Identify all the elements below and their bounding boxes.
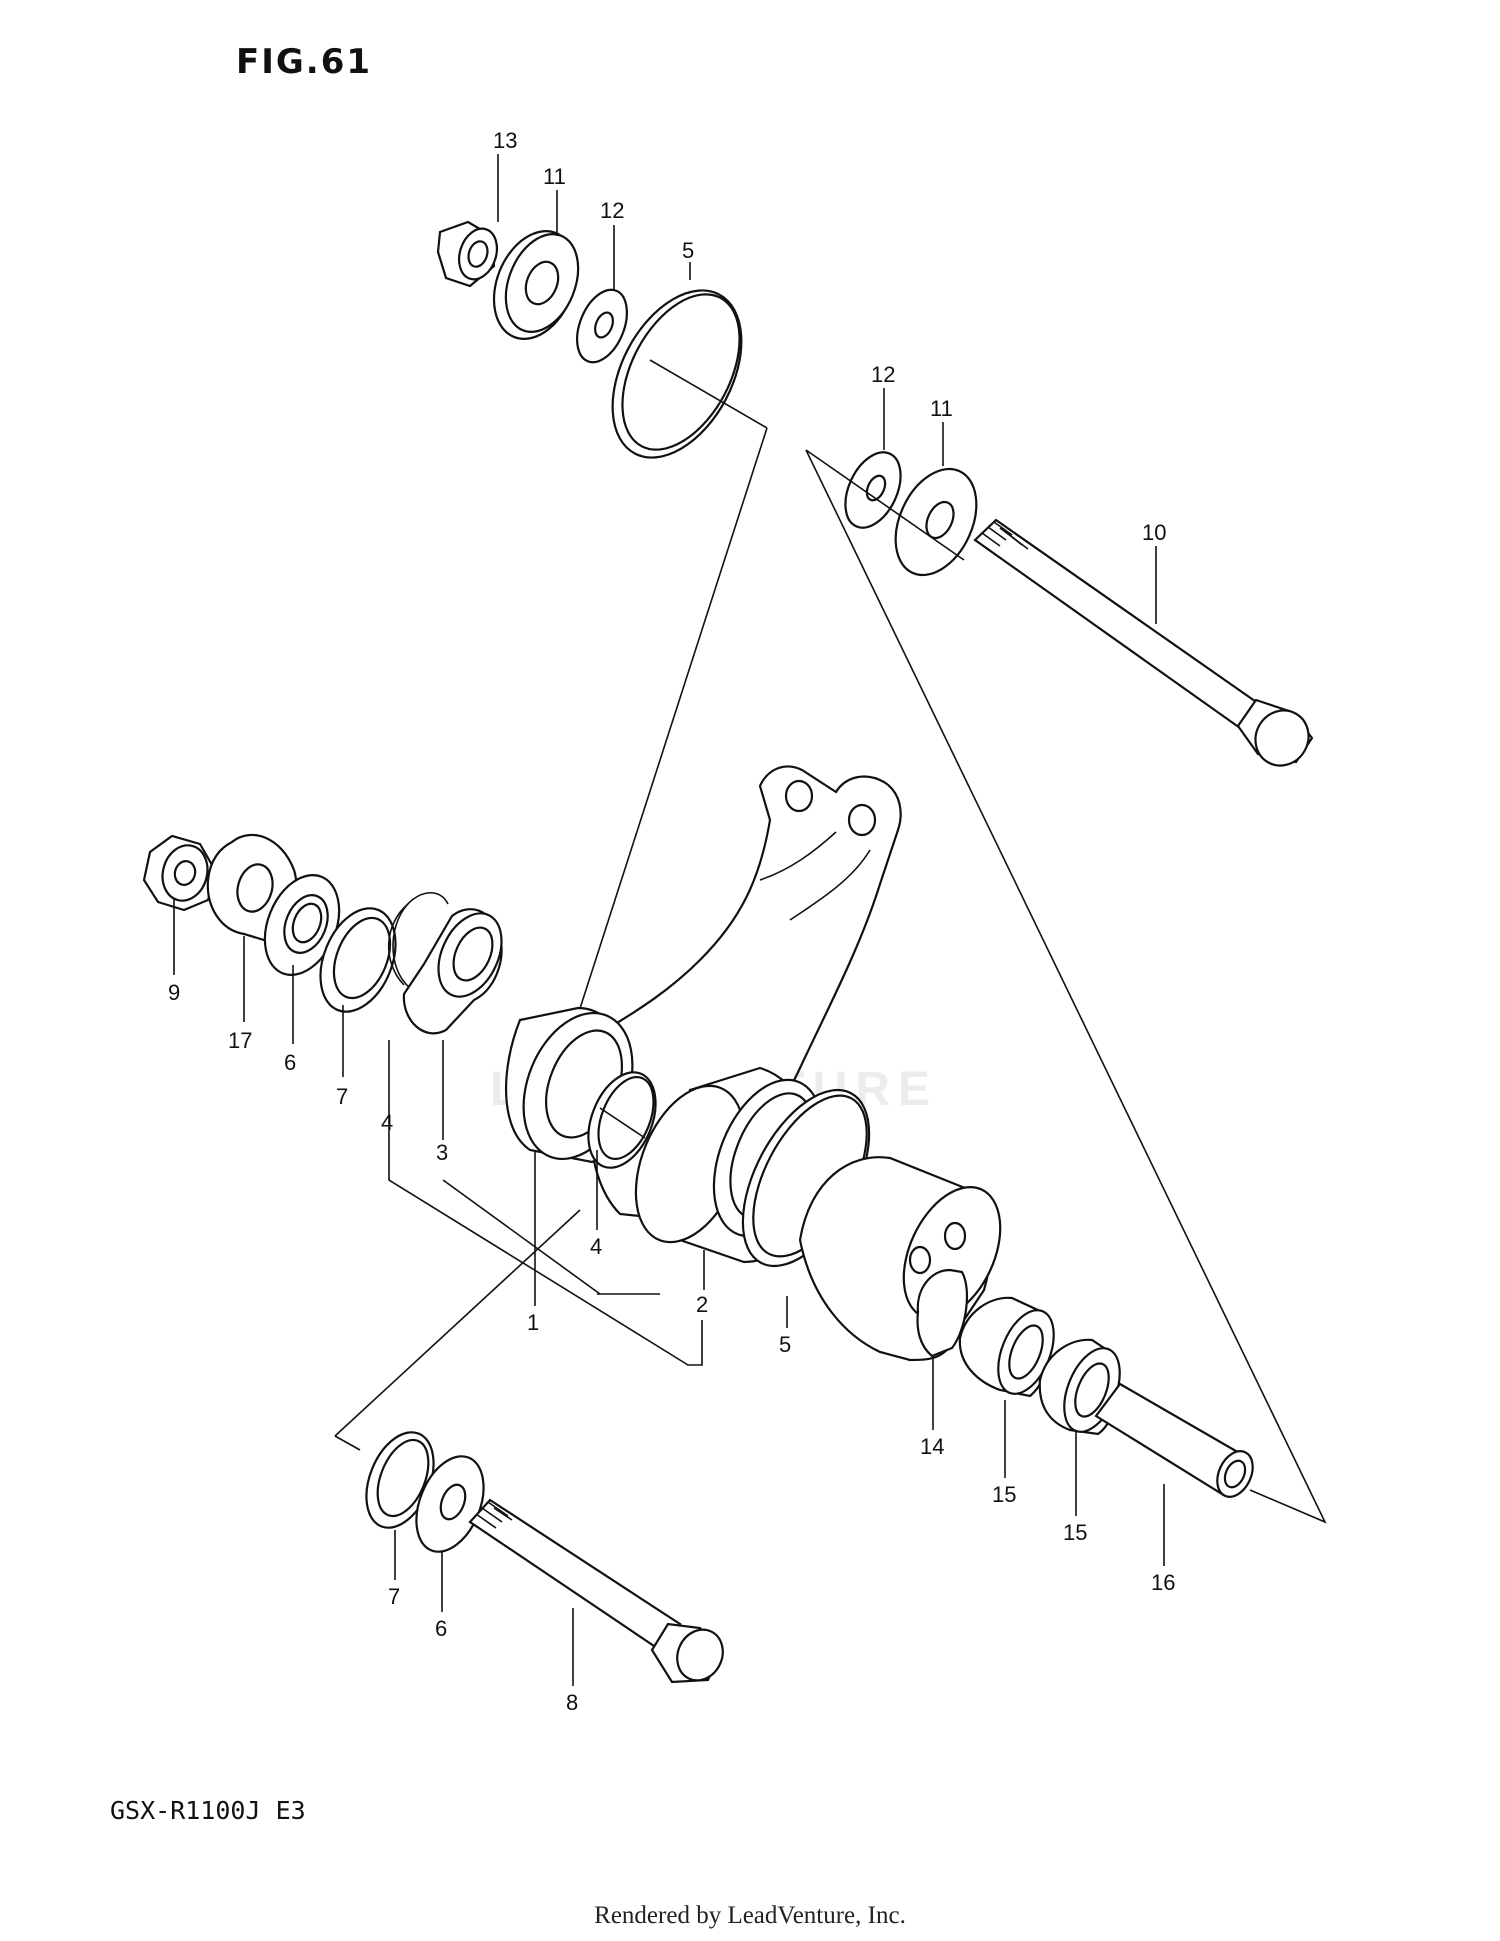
washer-6-left: [263, 874, 341, 976]
callout-6-left: 6: [284, 1050, 296, 1075]
callout-4-left: 4: [381, 1110, 393, 1135]
callout-10: 10: [1142, 520, 1166, 545]
callout-12-right: 12: [871, 362, 895, 387]
callout-7-left: 7: [336, 1084, 348, 1109]
nut-9: [142, 834, 218, 912]
callout-7-bottom: 7: [388, 1584, 400, 1609]
washer-11-top: [492, 230, 580, 340]
callout-9: 9: [168, 980, 180, 1005]
callout-15-b: 15: [1063, 1520, 1087, 1545]
callout-12-top: 12: [600, 198, 624, 223]
callout-11-top: 11: [543, 164, 566, 189]
callout-13-top: 13: [493, 128, 517, 153]
callout-17: 17: [228, 1028, 252, 1053]
washer-7-bottom: [365, 1431, 435, 1529]
callout-4-mid: 4: [590, 1234, 602, 1259]
o-ring-5-top: [611, 289, 743, 459]
washer-12-top: [576, 288, 628, 364]
washer-11-right: [894, 467, 978, 577]
nut-13: [436, 220, 499, 288]
model-code: GSX-R1100J E3: [110, 1796, 306, 1825]
callout-16: 16: [1151, 1570, 1175, 1595]
callout-1: 1: [527, 1310, 539, 1335]
washer-7-left: [319, 907, 397, 1013]
bolt-8: [468, 1498, 724, 1684]
callout-5-mid: 5: [779, 1332, 791, 1357]
snap-ring-4-mid: [587, 1071, 657, 1169]
spacer-16: [1094, 1382, 1254, 1498]
washer-6-bottom: [415, 1455, 485, 1553]
callout-leaders: [173, 154, 1165, 1686]
figure-title: FIG.61: [236, 42, 373, 82]
sleeve-14: [798, 1156, 1002, 1362]
callout-6-bottom: 6: [435, 1616, 447, 1641]
callout-2: 2: [696, 1292, 708, 1317]
callout-labels: 13 11 12 5 12 11 10 9 17 6 7 4 3 4 1 2 5…: [168, 128, 1175, 1715]
callout-5-top: 5: [682, 238, 694, 263]
snap-ring-4-left: [387, 892, 449, 989]
callout-3: 3: [436, 1140, 448, 1165]
footer-credit: Rendered by LeadVenture, Inc.: [594, 1902, 906, 1929]
callout-11-right: 11: [930, 396, 953, 421]
bearing-3: [402, 908, 503, 1035]
bolt-10: [973, 518, 1314, 767]
callout-15-a: 15: [992, 1482, 1016, 1507]
washer-12-right: [844, 451, 902, 529]
callout-14: 14: [920, 1434, 944, 1459]
bearing-15-a: [958, 1296, 1055, 1398]
callout-8: 8: [566, 1690, 578, 1715]
